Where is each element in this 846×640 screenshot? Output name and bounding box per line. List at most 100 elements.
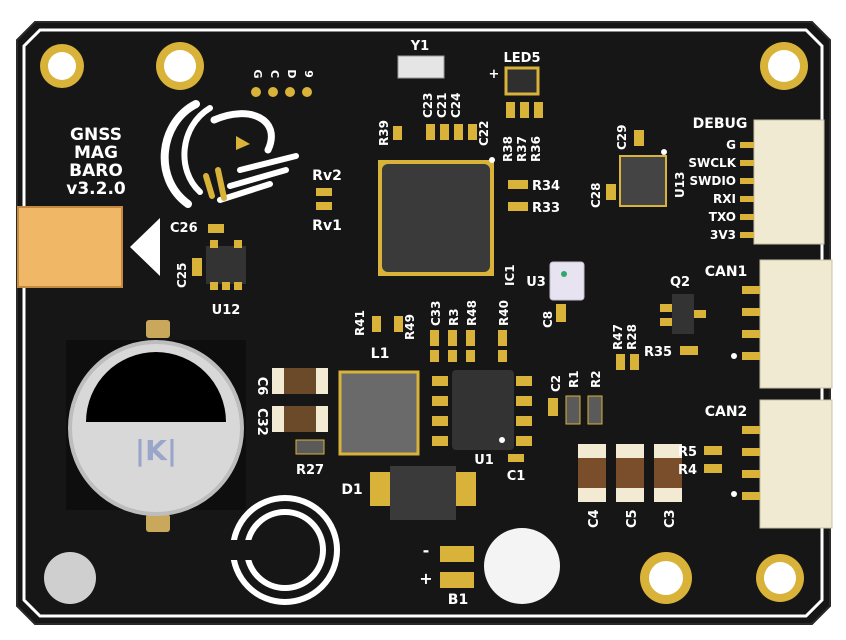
passives-top bbox=[393, 102, 543, 140]
label-r1: R1 bbox=[567, 370, 581, 388]
label-c28: C28 bbox=[589, 182, 603, 208]
label-r36: R36 bbox=[529, 136, 543, 162]
label-r33: R33 bbox=[532, 201, 560, 216]
label-u12: U12 bbox=[212, 303, 241, 318]
transistor-q2 bbox=[660, 294, 706, 334]
passives-r34-r33 bbox=[508, 180, 528, 211]
label-c24: C24 bbox=[449, 92, 463, 118]
label-b1: B1 bbox=[448, 592, 468, 608]
buzzer-b1 bbox=[440, 528, 560, 604]
label-r28: R28 bbox=[625, 324, 639, 350]
label-r38: R38 bbox=[501, 136, 515, 162]
can1-label: CAN1 bbox=[705, 264, 748, 280]
label-led-plus: + bbox=[489, 67, 500, 82]
label-r41: R41 bbox=[353, 310, 367, 336]
res-r4 bbox=[704, 464, 722, 473]
cap-c2 bbox=[548, 398, 558, 416]
cap-c4 bbox=[578, 444, 606, 502]
bird-logo bbox=[160, 100, 299, 208]
label-r47: R47 bbox=[611, 324, 625, 350]
cap-c32 bbox=[272, 406, 328, 432]
inductor-l1 bbox=[338, 370, 420, 456]
diode-d1 bbox=[370, 466, 476, 520]
pin-label-c: D bbox=[285, 69, 298, 78]
cap-c5 bbox=[616, 444, 644, 502]
ring-gap bbox=[224, 540, 264, 560]
label-l1: L1 bbox=[371, 346, 390, 362]
label-rv1: Rv1 bbox=[312, 218, 342, 234]
label-r37: R37 bbox=[515, 136, 529, 162]
label-c25: C25 bbox=[175, 262, 189, 288]
debug-pin-txo: TXO bbox=[709, 210, 736, 224]
label-c3: C3 bbox=[663, 509, 678, 528]
crystal-y1 bbox=[397, 55, 445, 79]
debug-pin-rxi: RXI bbox=[713, 192, 736, 206]
label-c22: C22 bbox=[477, 120, 491, 146]
mcu-ic1 bbox=[378, 157, 495, 276]
label-c33: C33 bbox=[429, 300, 443, 326]
label-c5: C5 bbox=[625, 509, 640, 528]
debug-pin-swclk: SWCLK bbox=[688, 156, 736, 170]
res-r2 bbox=[587, 395, 603, 425]
svg-text:|K|: |K| bbox=[135, 434, 177, 467]
can1-connector bbox=[731, 259, 833, 389]
can2-connector bbox=[731, 399, 833, 529]
antenna-arrow bbox=[130, 218, 160, 276]
cap-c26 bbox=[208, 224, 224, 233]
debug-connector bbox=[740, 119, 825, 245]
res-r35 bbox=[680, 346, 698, 355]
pin-label-g: 9 bbox=[302, 70, 315, 78]
title-line-mag: MAG bbox=[74, 143, 118, 163]
antenna-connector bbox=[17, 206, 123, 288]
label-r48: R48 bbox=[465, 300, 479, 326]
label-r34: R34 bbox=[532, 179, 560, 194]
label-r40: R40 bbox=[497, 300, 511, 326]
pin-label-9: G bbox=[251, 69, 264, 78]
label-r27: R27 bbox=[296, 463, 324, 478]
chip-u12 bbox=[206, 240, 246, 290]
res-r1 bbox=[565, 395, 581, 425]
cap-c6 bbox=[272, 368, 328, 394]
label-c1: C1 bbox=[507, 469, 526, 484]
label-c8: C8 bbox=[541, 311, 555, 328]
label-ic1: IC1 bbox=[503, 264, 517, 286]
chip-u13 bbox=[619, 155, 667, 207]
pin-labels-top: G C D 9 bbox=[251, 69, 315, 78]
board-title: GNSS MAG BARO v3.2.0 bbox=[66, 125, 126, 199]
label-c26: C26 bbox=[170, 221, 198, 236]
can2-label: CAN2 bbox=[705, 404, 748, 420]
pin-label-d: C bbox=[268, 70, 281, 78]
passives-middle bbox=[372, 316, 507, 362]
cap-c29 bbox=[634, 130, 644, 146]
label-q2: Q2 bbox=[670, 275, 690, 290]
label-c32: C32 bbox=[254, 408, 269, 436]
label-c23: C23 bbox=[421, 92, 435, 118]
res-rv2 bbox=[316, 188, 332, 196]
label-led5: LED5 bbox=[503, 51, 540, 66]
debug-header: DEBUG bbox=[693, 116, 748, 132]
title-line-baro: BARO bbox=[69, 161, 123, 181]
cap-c25 bbox=[192, 258, 202, 276]
label-u3: U3 bbox=[526, 275, 546, 290]
label-c29: C29 bbox=[615, 124, 629, 150]
title-line-version: v3.2.0 bbox=[66, 179, 126, 199]
cap-c3 bbox=[654, 444, 682, 502]
label-r4: R4 bbox=[678, 463, 697, 478]
label-c2: C2 bbox=[549, 375, 563, 392]
cap-c8 bbox=[556, 304, 566, 322]
sensor-u3 bbox=[549, 261, 585, 301]
res-r27 bbox=[295, 439, 325, 455]
label-r2: R2 bbox=[589, 370, 603, 388]
label-b1-plus: + bbox=[419, 569, 432, 588]
coin-cell-holder: |K| bbox=[66, 320, 246, 532]
label-rv2: Rv2 bbox=[312, 168, 342, 184]
cap-c28 bbox=[606, 184, 616, 200]
label-d1: D1 bbox=[341, 482, 362, 498]
chip-u1 bbox=[432, 370, 532, 450]
label-r35: R35 bbox=[644, 345, 672, 360]
debug-pin-3v3: 3V3 bbox=[710, 228, 736, 242]
label-r5: R5 bbox=[678, 445, 697, 460]
res-r47 bbox=[616, 354, 625, 370]
label-b1-minus: - bbox=[423, 541, 430, 560]
res-r5 bbox=[704, 446, 722, 455]
